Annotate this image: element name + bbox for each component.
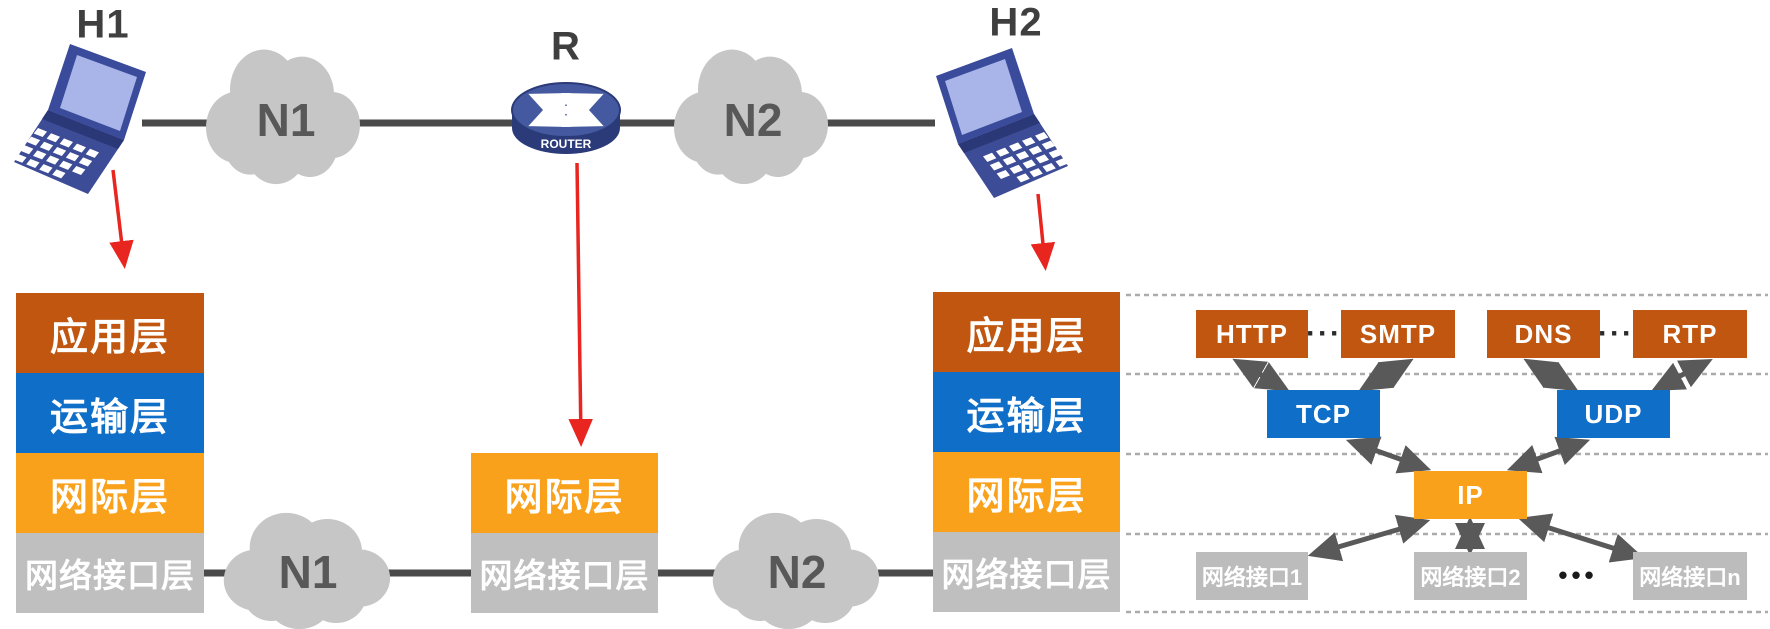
h1-interface-layer: 网络接口层: [16, 533, 204, 613]
h2-internet-layer: 网际层: [933, 452, 1120, 532]
protocol-graph-arrows: [1232, 358, 1713, 563]
red-mapping-arrows: [109, 162, 1056, 447]
network-interface-2-box: 网络接口2: [1414, 552, 1527, 600]
interface-ellipsis: •••: [1558, 559, 1598, 590]
network-interface-n-box: 网络接口n: [1633, 552, 1747, 600]
network-interface-1-box: 网络接口1: [1196, 552, 1308, 600]
router-internet-layer: 网际层: [471, 453, 658, 533]
host-h2-laptop-icon: [936, 48, 1069, 198]
app-ellipsis-left: ···: [1306, 317, 1342, 350]
ip-box: IP: [1414, 471, 1527, 519]
tcp-box: TCP: [1267, 390, 1380, 438]
network-n1-bottom-label: N1: [278, 546, 338, 598]
h1-internet-layer: 网际层: [16, 453, 204, 533]
host-h1-laptop-icon: [13, 44, 147, 194]
h2-interface-layer: 网络接口层: [933, 532, 1120, 612]
router-icon: [512, 83, 620, 154]
network-n2-bottom-label: N2: [767, 546, 827, 598]
network-n1-top-label: N1: [256, 94, 316, 146]
h2-protocol-stack: 应用层 运输层 网际层 网络接口层: [933, 292, 1120, 612]
h2-transport-layer: 运输层: [933, 372, 1120, 452]
dns-box: DNS: [1487, 310, 1600, 358]
host-h1-label: H1: [76, 2, 130, 47]
udp-box: UDP: [1557, 390, 1670, 438]
h1-application-layer: 应用层: [16, 293, 204, 373]
h2-application-layer: 应用层: [933, 292, 1120, 372]
smtp-box: SMTP: [1341, 310, 1455, 358]
rtp-box: RTP: [1633, 310, 1747, 358]
h1-transport-layer: 运输层: [16, 373, 204, 453]
host-h2-label: H2: [989, 0, 1043, 45]
router-interface-layer: 网络接口层: [471, 533, 658, 613]
router-label: R: [551, 24, 581, 69]
app-ellipsis-right: ···: [1598, 317, 1634, 350]
http-box: HTTP: [1196, 310, 1308, 358]
router-protocol-stack: 网际层 网络接口层: [471, 453, 658, 613]
network-n2-top-label: N2: [723, 94, 783, 146]
h1-protocol-stack: 应用层 运输层 网际层 网络接口层: [16, 293, 204, 613]
